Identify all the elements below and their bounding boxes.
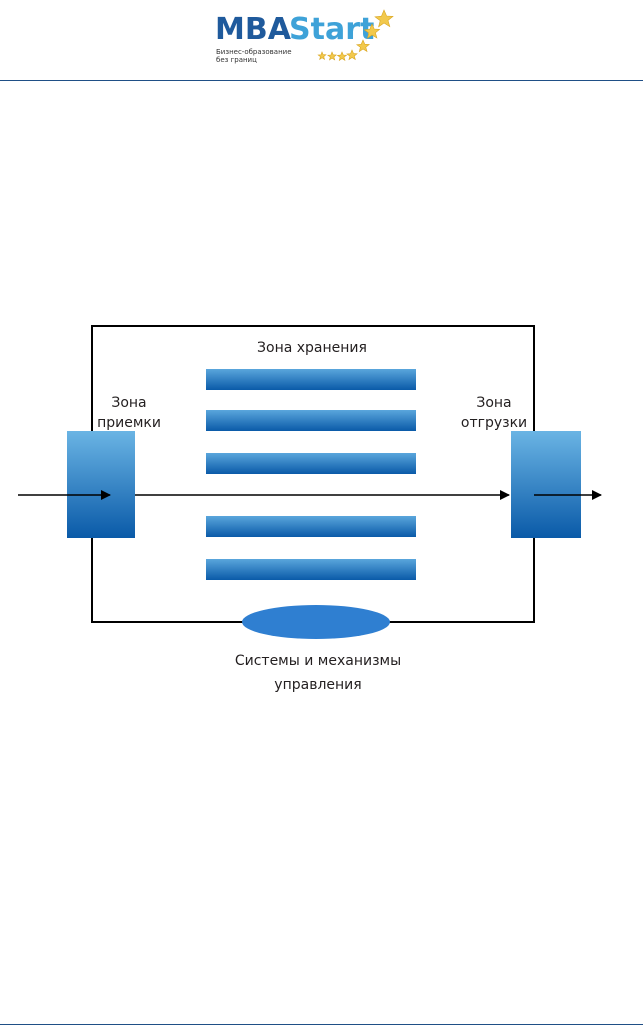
stars-icon	[317, 9, 394, 62]
control-systems-label-line2: управления	[274, 677, 362, 693]
control-systems-label: Системы и механизмы управления	[198, 651, 438, 695]
mba-start-logo: MBA Start Бизнес-образование без границ	[212, 8, 397, 68]
receiving-zone-label: Зона приемки	[84, 393, 174, 433]
footer-divider	[0, 1024, 643, 1025]
shipping-zone-block	[511, 431, 581, 538]
storage-shelf	[206, 410, 416, 431]
storage-shelf	[206, 453, 416, 474]
logo-tagline-line2: без границ	[216, 56, 257, 64]
shipping-zone-label: Зона отгрузки	[444, 393, 544, 433]
page-header: MBA Start Бизнес-образование без границ	[0, 0, 643, 80]
storage-shelf	[206, 369, 416, 390]
storage-zone-label: Зона хранения	[257, 340, 367, 356]
logo-tagline-line1: Бизнес-образование	[216, 48, 292, 56]
receiving-zone-label-line2: приемки	[97, 415, 161, 431]
storage-shelf	[206, 559, 416, 580]
header-divider	[0, 80, 643, 81]
shipping-zone-label-line2: отгрузки	[460, 415, 528, 431]
receiving-zone-block	[67, 431, 135, 538]
logo-tagline: Бизнес-образование без границ	[216, 48, 292, 64]
logo-mba-text: MBA	[215, 12, 291, 47]
control-systems-ellipse	[242, 605, 390, 639]
logo-start-text: Start	[289, 12, 375, 47]
storage-shelf	[206, 516, 416, 537]
control-systems-label-line1: Системы и механизмы	[234, 653, 402, 669]
receiving-zone-label-line1: Зона	[111, 395, 147, 411]
shipping-zone-label-line1: Зона	[476, 395, 512, 411]
